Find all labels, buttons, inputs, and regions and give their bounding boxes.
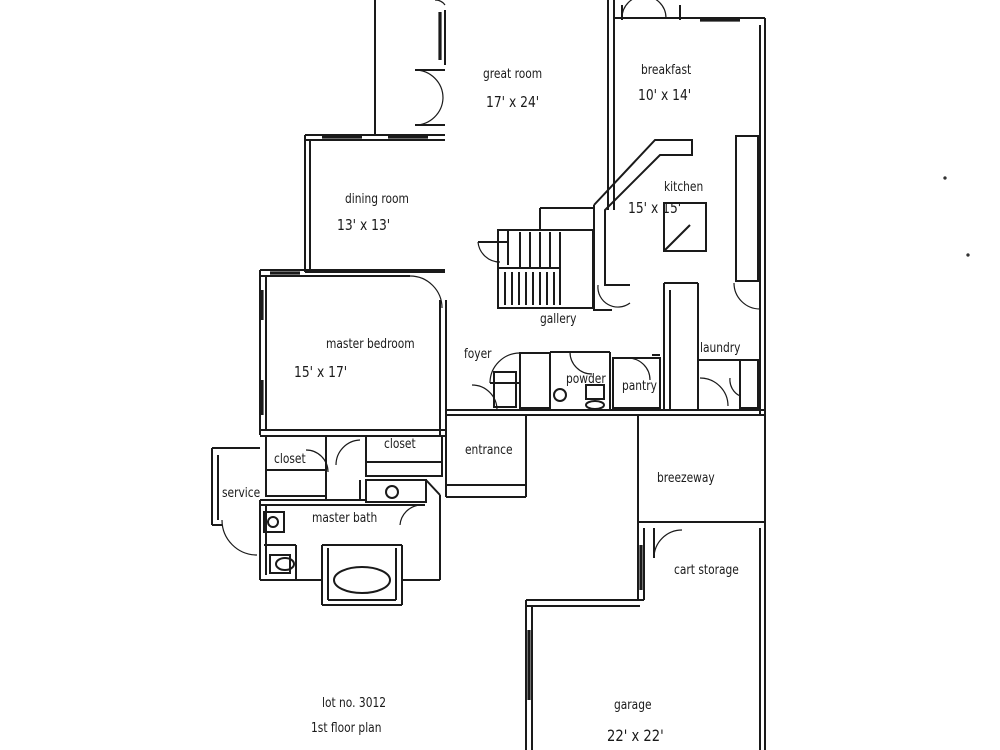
master-bedroom-size: 15' x 17'	[294, 363, 348, 381]
garage-size: 22' x 22'	[607, 726, 664, 745]
cart-storage-label: cart storage	[674, 563, 739, 578]
foyer-label: foyer	[464, 347, 492, 362]
entrance-walls	[445, 415, 766, 523]
foyer-walls	[446, 351, 664, 416]
service-label: service	[222, 486, 261, 501]
service-walls	[211, 447, 260, 556]
closet-right-label: closet	[384, 437, 416, 452]
master-bedroom-walls	[259, 269, 447, 440]
breezeway-label: breezeway	[657, 471, 715, 486]
garage-walls	[525, 522, 766, 750]
entrance-label: entrance	[465, 443, 513, 458]
breakfast-size: 10' x 14'	[638, 86, 692, 104]
pantry-label: pantry	[622, 379, 657, 394]
master-bedroom-label: master bedroom	[326, 337, 415, 352]
great-room-label: great room	[483, 67, 543, 82]
dining-room-label: dining room	[345, 192, 409, 207]
master-bath-label: master bath	[312, 511, 378, 526]
stairs	[477, 207, 594, 309]
lot-number: lot no. 3012	[322, 696, 387, 711]
laundry-walls	[663, 282, 765, 416]
laundry-label: laundry	[700, 341, 741, 356]
kitchen-label: kitchen	[664, 180, 704, 195]
powder-label: powder	[566, 372, 606, 387]
floor-plan-title: 1st floor plan	[311, 721, 382, 736]
garage-label: garage	[614, 698, 652, 713]
kitchen-size: 15' x 15'	[628, 199, 682, 217]
closet-left-label: closet	[274, 452, 306, 467]
great-room-door	[414, 0, 446, 126]
dining-room-walls	[304, 134, 445, 273]
gallery-label: gallery	[540, 312, 577, 327]
breakfast-door	[614, 0, 766, 415]
master-suite-walls	[259, 435, 446, 606]
dining-room-size: 13' x 13'	[337, 216, 391, 234]
breakfast-label: breakfast	[641, 63, 692, 78]
kitchen-walls	[593, 135, 759, 311]
great-room-size: 17' x 24'	[486, 93, 540, 111]
